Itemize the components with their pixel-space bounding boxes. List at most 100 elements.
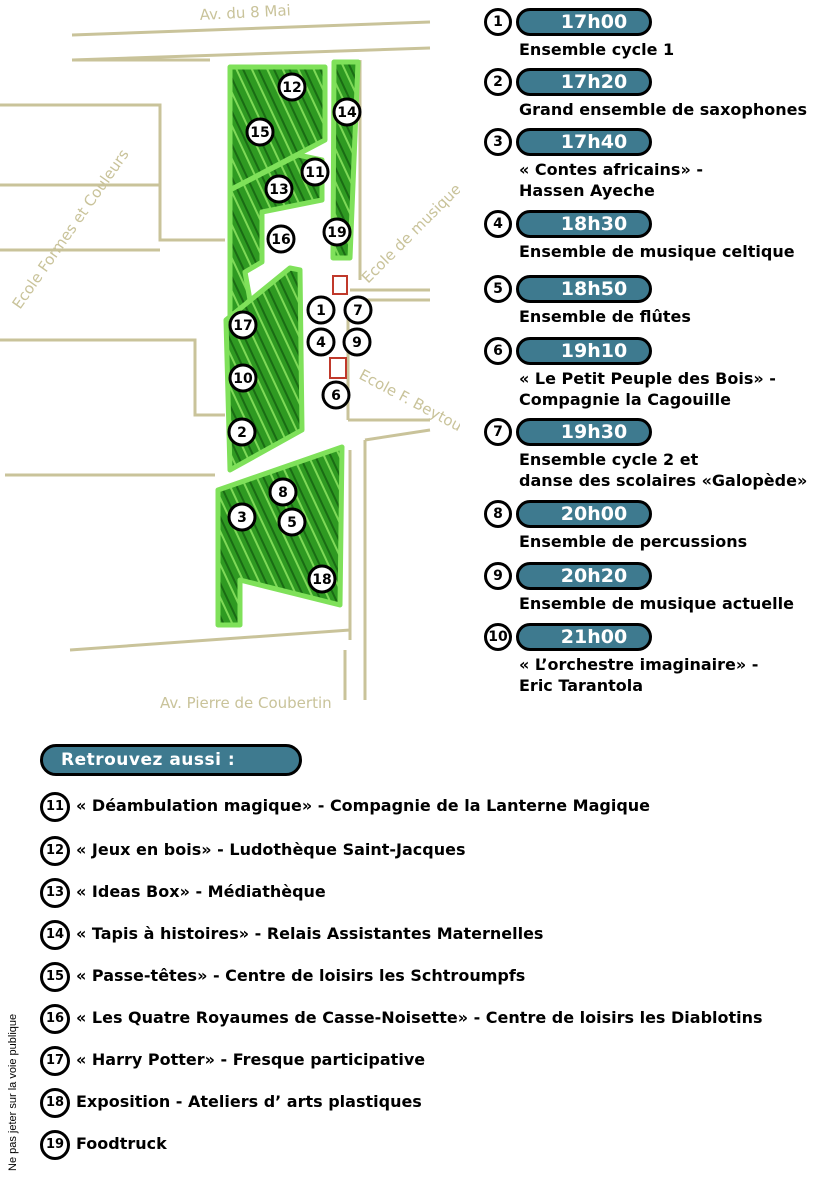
marker-number: 8 bbox=[278, 485, 288, 501]
marker-circle bbox=[228, 310, 258, 340]
map-marker-3: 3 bbox=[227, 502, 257, 532]
marker-number: 9 bbox=[352, 335, 362, 351]
marker-number: 18 bbox=[312, 572, 331, 588]
entry-number-badge: 9 bbox=[484, 562, 512, 590]
marker-circle bbox=[322, 217, 352, 247]
aussi-label: « Tapis à histoires» - Relais Assistante… bbox=[76, 924, 544, 943]
aussi-label: « Jeux en bois» - Ludothèque Saint-Jacqu… bbox=[76, 840, 466, 859]
map-marker-6: 6 bbox=[321, 380, 351, 410]
map-marker-4: 4 bbox=[306, 327, 336, 357]
aussi-label: Exposition - Ateliers d’ arts plastiques bbox=[76, 1092, 422, 1111]
marker-number: 2 bbox=[237, 425, 247, 441]
marker-number: 10 bbox=[233, 371, 253, 387]
entry-title: Eric Tarantola bbox=[519, 676, 644, 695]
marker-circle bbox=[277, 72, 307, 102]
school-label-beytout: Ecole F. Beytout bbox=[356, 366, 460, 438]
aussi-number-badge: 16 bbox=[40, 1004, 70, 1034]
map-marker-12: 12 bbox=[277, 72, 307, 102]
map-marker-13: 13 bbox=[264, 174, 294, 204]
aussi-number-badge: 17 bbox=[40, 1046, 70, 1076]
aussi-label: « Ideas Box» - Médiathèque bbox=[76, 882, 326, 901]
stage-marker bbox=[332, 275, 348, 295]
entry-number-badge: 8 bbox=[484, 500, 512, 528]
entry-number-badge: 10 bbox=[484, 623, 512, 651]
marker-circle bbox=[266, 224, 296, 254]
marker-number: 4 bbox=[316, 335, 326, 351]
entry-number-badge: 7 bbox=[484, 418, 512, 446]
entry-time: 20h00 bbox=[516, 500, 652, 528]
marker-circle bbox=[268, 477, 298, 507]
aussi-heading: Retrouvez aussi : bbox=[40, 744, 302, 776]
entry-time: 21h00 bbox=[516, 623, 652, 651]
entry-time: 18h30 bbox=[516, 210, 652, 238]
marker-number: 13 bbox=[269, 182, 288, 198]
marker-number: 19 bbox=[327, 225, 346, 241]
marker-number: 5 bbox=[287, 515, 297, 531]
map-marker-16: 16 bbox=[266, 224, 296, 254]
entry-number-badge: 4 bbox=[484, 210, 512, 238]
aussi-label: « Déambulation magique» - Compagnie de l… bbox=[76, 796, 651, 815]
entry-number-badge: 6 bbox=[484, 337, 512, 365]
aussi-label: Foodtruck bbox=[76, 1134, 167, 1153]
map-marker-5: 5 bbox=[277, 507, 307, 537]
entry-number-badge: 3 bbox=[484, 128, 512, 156]
marker-number: 6 bbox=[331, 388, 341, 404]
entry-number-badge: 2 bbox=[484, 68, 512, 96]
marker-number: 11 bbox=[305, 165, 324, 181]
marker-number: 7 bbox=[353, 303, 363, 319]
entry-title: « L’orchestre imaginaire» - bbox=[519, 655, 759, 674]
entry-number-badge: 1 bbox=[484, 8, 512, 36]
street-label-top: Av. du 8 Mai bbox=[199, 1, 291, 24]
entry-title: Ensemble cycle 2 et bbox=[519, 450, 699, 469]
marker-circle bbox=[277, 507, 307, 537]
aussi-number-badge: 19 bbox=[40, 1130, 70, 1160]
aussi-label: « Harry Potter» - Fresque participative bbox=[76, 1050, 426, 1069]
map-marker-8: 8 bbox=[268, 477, 298, 507]
entry-time: 18h50 bbox=[516, 275, 652, 303]
map-marker-19: 19 bbox=[322, 217, 352, 247]
marker-circle bbox=[307, 564, 337, 594]
aussi-number-badge: 18 bbox=[40, 1088, 70, 1118]
map-marker-9: 9 bbox=[342, 327, 372, 357]
aussi-label: « Les Quatre Royaumes de Casse-Noisette»… bbox=[76, 1008, 763, 1027]
entry-title: « Contes africains» - bbox=[519, 160, 703, 179]
road-lines bbox=[0, 20, 431, 700]
footer-note: Ne pas jeter sur la voie publique bbox=[7, 1013, 19, 1171]
marker-circle bbox=[343, 295, 373, 325]
marker-circle bbox=[245, 117, 275, 147]
map-marker-17: 17 bbox=[228, 310, 258, 340]
map-marker-2: 2 bbox=[227, 417, 257, 447]
entry-time: 17h00 bbox=[516, 8, 652, 36]
entry-title: Ensemble de percussions bbox=[519, 532, 748, 551]
entry-title: danse des scolaires «Galopède» bbox=[519, 471, 808, 490]
entry-title: Ensemble de musique actuelle bbox=[519, 594, 794, 613]
entry-number-badge: 5 bbox=[484, 275, 512, 303]
park-areas bbox=[215, 59, 361, 628]
entry-time: 17h40 bbox=[516, 128, 652, 156]
aussi-number-badge: 15 bbox=[40, 962, 70, 992]
aussi-number-badge: 11 bbox=[40, 792, 70, 822]
marker-circle bbox=[332, 97, 362, 127]
map-marker-18: 18 bbox=[307, 564, 337, 594]
marker-circle bbox=[227, 417, 257, 447]
entry-title: Grand ensemble de saxophones bbox=[519, 100, 807, 119]
map-marker-11: 11 bbox=[300, 157, 330, 187]
entry-title: « Le Petit Peuple des Bois» - bbox=[519, 369, 776, 388]
aussi-number-badge: 13 bbox=[40, 878, 70, 908]
map-marker-7: 7 bbox=[343, 295, 373, 325]
street-label-bottom: Av. Pierre de Coubertin bbox=[160, 694, 332, 712]
map-marker-1: 1 bbox=[306, 295, 336, 325]
marker-number: 17 bbox=[233, 318, 252, 334]
marker-circle bbox=[227, 502, 257, 532]
entry-time: 20h20 bbox=[516, 562, 652, 590]
entry-title: Ensemble de musique celtique bbox=[519, 242, 795, 261]
marker-circle bbox=[306, 295, 336, 325]
aussi-number-badge: 12 bbox=[40, 836, 70, 866]
marker-circle bbox=[300, 157, 330, 187]
map-marker-10: 10 bbox=[228, 363, 258, 393]
marker-circle bbox=[228, 363, 258, 393]
marker-circle bbox=[264, 174, 294, 204]
aussi-label: « Passe-têtes» - Centre de loisirs les S… bbox=[76, 966, 526, 985]
entry-time: 19h30 bbox=[516, 418, 652, 446]
